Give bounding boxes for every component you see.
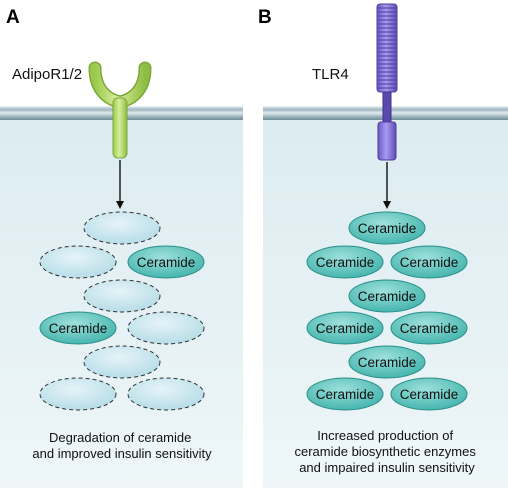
- ceramide-label: Ceramide: [400, 255, 459, 270]
- degraded-ceramide: [83, 279, 161, 313]
- degraded-ceramide: [39, 377, 117, 411]
- ceramide-label: Ceramide: [400, 321, 459, 336]
- ceramide-node: Ceramide: [39, 311, 117, 345]
- ceramide-label: Ceramide: [49, 321, 108, 336]
- ceramide-node: Ceramide: [348, 279, 426, 313]
- caption-a-line: Degradation of ceramide: [49, 430, 191, 445]
- panel-a: A AdipoR1/2 Ceramide: [0, 7, 243, 488]
- ceramide-node: Ceramide: [306, 245, 384, 279]
- caption-b-line: and impaired insulin sensitivity: [299, 460, 475, 475]
- degraded-ceramide: [127, 311, 205, 345]
- ceramide-node: Ceramide: [348, 345, 426, 379]
- ceramide-label: Ceramide: [358, 355, 417, 370]
- ceramide-label: Ceramide: [316, 255, 375, 270]
- caption-b-line: ceramide biosynthetic enzymes: [295, 444, 477, 459]
- panel-letter-b: B: [258, 7, 272, 28]
- ceramide-label: Ceramide: [358, 221, 417, 236]
- degraded-ceramide: [83, 211, 161, 245]
- degraded-ceramide: [83, 345, 161, 379]
- ceramide-label: Ceramide: [137, 255, 196, 270]
- y-shaped-receptor-icon: [88, 61, 152, 159]
- panel-letter-a: A: [6, 7, 20, 28]
- ceramide-label: Ceramide: [358, 289, 417, 304]
- ceramide-node: Ceramide: [127, 245, 205, 279]
- panel-b: B TLR4 Ceramide Ceramide Ceramide: [258, 3, 508, 488]
- tlr4-receptor-icon: [376, 3, 398, 161]
- ceramide-node: Ceramide: [390, 311, 468, 345]
- caption-a-line: and improved insulin sensitivity: [32, 446, 212, 461]
- ceramide-node: Ceramide: [306, 311, 384, 345]
- ceramide-label: Ceramide: [316, 321, 375, 336]
- caption-b-line: Increased production of: [317, 428, 453, 443]
- ceramide-node: Ceramide: [348, 211, 426, 245]
- degraded-ceramide: [39, 245, 117, 279]
- degraded-ceramide-cluster: [39, 211, 205, 411]
- receptor-label-adipor: AdipoR1/2: [12, 66, 82, 83]
- ceramide-node: Ceramide: [390, 245, 468, 279]
- caption-a: Degradation of ceramide and improved ins…: [32, 430, 212, 461]
- ceramide-node: Ceramide: [390, 377, 468, 411]
- caption-b: Increased production of ceramide biosynt…: [295, 428, 480, 475]
- ceramide-node: Ceramide: [306, 377, 384, 411]
- ceramide-label: Ceramide: [400, 387, 459, 402]
- receptor-label-tlr4: TLR4: [312, 66, 349, 83]
- degraded-ceramide: [127, 377, 205, 411]
- ceramide-label: Ceramide: [316, 387, 375, 402]
